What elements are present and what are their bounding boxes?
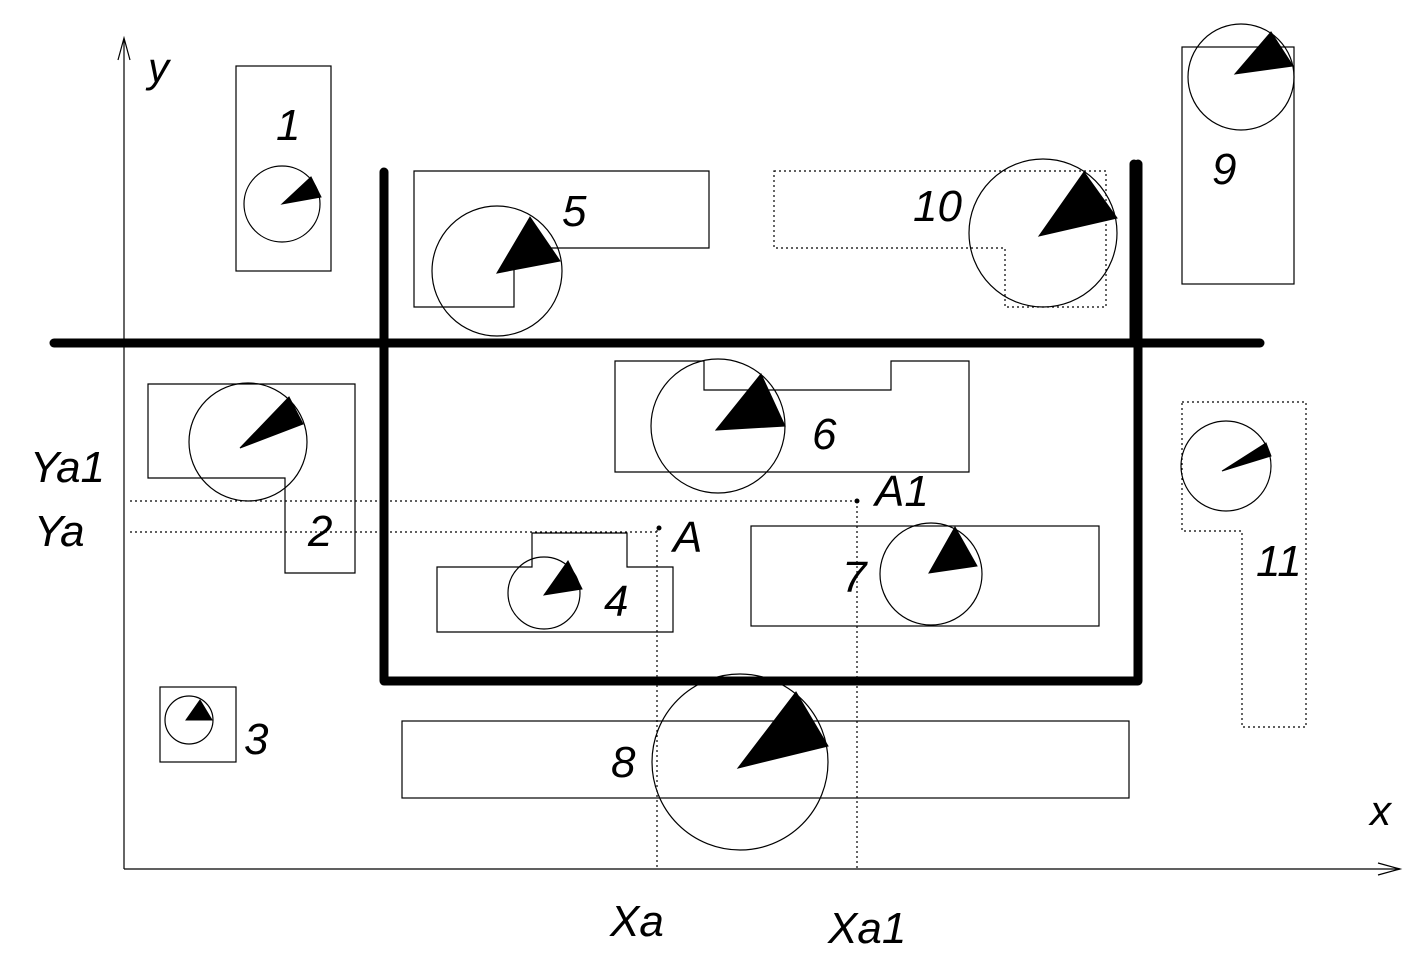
object-10-circle	[968, 158, 1118, 308]
object-2: 2	[147, 382, 356, 574]
object-5-label: 5	[562, 187, 587, 236]
object-1-wedge	[280, 176, 322, 205]
object-3-label: 3	[244, 715, 269, 764]
object-4-wedge	[542, 560, 583, 596]
ya-label: Ya	[34, 507, 85, 556]
y-axis-label: y	[145, 44, 172, 91]
object-7-outline	[750, 525, 1100, 627]
object-6-label: 6	[812, 410, 837, 459]
object-2-outline	[147, 383, 356, 574]
object-5-circle	[431, 205, 563, 337]
y-axis-arrowhead	[117, 35, 131, 61]
x-axis-arrowhead	[1377, 862, 1403, 876]
object-3-circle	[164, 695, 214, 745]
object-6: 6	[614, 358, 970, 494]
point-a1	[854, 498, 860, 504]
object-8-label: 8	[611, 738, 636, 787]
object-1-circle	[243, 165, 321, 243]
xa-label: Xa	[609, 897, 664, 946]
object-8-wedge	[736, 691, 829, 769]
object-10-wedge	[1037, 171, 1118, 237]
object-4-circle	[507, 556, 581, 630]
point-a-label: A	[670, 513, 702, 562]
object-5: 5	[413, 170, 710, 337]
object-8-circle	[651, 673, 829, 851]
object-2-circle	[188, 382, 308, 502]
object-10-outline	[773, 170, 1107, 308]
object-4-outline	[436, 532, 674, 633]
x-axis-label: x	[1368, 787, 1393, 834]
object-5-wedge	[496, 216, 561, 274]
object-6-wedge	[714, 373, 786, 431]
object-11: 11	[1180, 401, 1307, 728]
object-3: 3	[159, 686, 269, 764]
reference-points: A A1 Xa Xa1 Ya1 Ya	[30, 443, 929, 953]
object-6-outline	[614, 360, 970, 473]
object-9: 9	[1181, 23, 1295, 285]
object-7: 7	[750, 522, 1100, 627]
object-3-wedge	[185, 699, 213, 721]
object-9-outline	[1181, 46, 1295, 285]
object-1-outline	[235, 65, 332, 272]
ya1-label: Ya1	[30, 443, 105, 492]
object-11-label: 11	[1256, 537, 1302, 586]
object-9-label: 9	[1212, 145, 1236, 194]
object-8-outline	[401, 720, 1130, 799]
boundary-walls	[49, 159, 1265, 686]
object-4-label: 4	[604, 577, 628, 626]
object-11-circle	[1180, 420, 1272, 512]
object-7-circle	[879, 522, 983, 626]
object-1: 1	[235, 65, 332, 272]
point-a1-label: A1	[872, 467, 929, 516]
xa1-label: Xa1	[827, 904, 906, 953]
enclosure-wall	[379, 159, 1143, 686]
object-2-wedge	[239, 396, 304, 449]
object-7-label: 7	[842, 553, 868, 602]
object-11-wedge	[1221, 442, 1272, 472]
object-9-wedge	[1233, 31, 1294, 75]
axes: y x	[117, 35, 1403, 876]
object-10: 10	[773, 158, 1118, 308]
object-10-label: 10	[913, 182, 962, 231]
object-7-wedge	[928, 525, 978, 574]
point-a	[656, 525, 662, 531]
object-8: 8	[401, 673, 1130, 851]
object-3-outline	[159, 686, 237, 763]
object-1-label: 1	[276, 101, 300, 150]
object-4: 4	[436, 532, 674, 633]
object-9-circle	[1187, 23, 1295, 131]
